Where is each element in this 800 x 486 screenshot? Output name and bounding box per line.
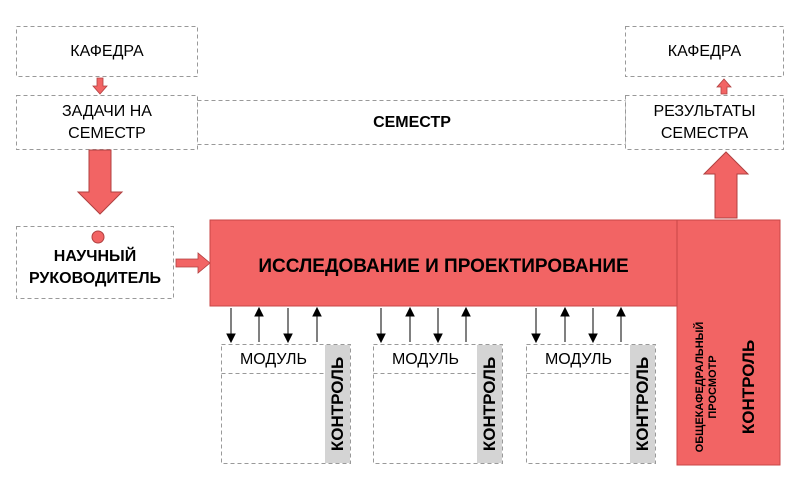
module-1: [221, 344, 351, 464]
research-block: [209, 219, 678, 307]
module-2-control-label: КОНТРОЛЬ: [480, 357, 499, 451]
module-2: [373, 344, 503, 464]
kafedra-left-box: [16, 26, 198, 77]
arrow-control-to-results: [702, 151, 750, 219]
module-1-control-label: КОНТРОЛЬ: [328, 357, 347, 451]
module-2-control-strip: [477, 345, 502, 463]
results-box: [625, 95, 784, 150]
module-1-arrows: [226, 306, 322, 344]
department-review-line2: ПРОСМОТР: [707, 355, 719, 418]
semester-bar: [197, 100, 626, 145]
department-review-line1: ОБЩЕКАФЕДРАЛЬНЫЙ: [693, 322, 706, 453]
arrow-results-to-kafedra: [716, 78, 732, 95]
tasks-box: [16, 95, 198, 150]
arrow-supervisor-to-research: [175, 252, 211, 274]
module-3-control-label: КОНТРОЛЬ: [633, 357, 652, 451]
module-1-control-strip: [325, 345, 350, 463]
supervisor-dot: [91, 230, 105, 244]
module-2-arrows: [376, 306, 471, 344]
final-control-label: КОНТРОЛЬ: [739, 340, 758, 434]
control-column: [676, 219, 781, 466]
arrow-kafedra-to-tasks: [92, 77, 108, 95]
module-3: [526, 344, 656, 464]
kafedra-right-box: [625, 26, 784, 77]
arrow-tasks-to-supervisor: [76, 149, 124, 215]
module-3-control-strip: [630, 345, 655, 463]
module-3-arrows: [531, 306, 626, 344]
